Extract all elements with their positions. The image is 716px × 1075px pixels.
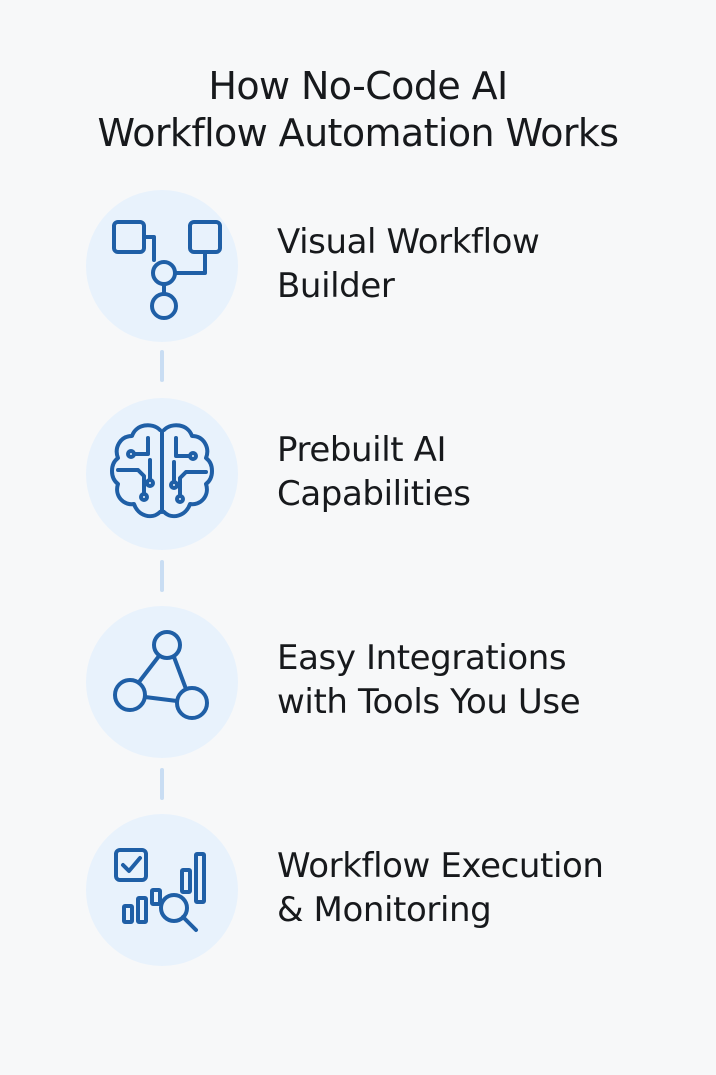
icon-circle bbox=[86, 606, 238, 758]
step-prebuilt-ai-capabilities: Prebuilt AI Capabilities bbox=[86, 398, 686, 550]
page-title: How No-Code AI Workflow Automation Works bbox=[0, 63, 716, 157]
step-label: Visual Workflow Builder bbox=[277, 220, 540, 308]
step-label: Easy Integrations with Tools You Use bbox=[277, 636, 581, 724]
step-label-line-2: with Tools You Use bbox=[277, 682, 581, 722]
step-connector bbox=[160, 560, 164, 592]
icon-circle bbox=[86, 190, 238, 342]
step-label: Prebuilt AI Capabilities bbox=[277, 428, 471, 516]
network-triangle-icon bbox=[113, 630, 209, 720]
step-label-line-2: Capabilities bbox=[277, 474, 471, 514]
title-line-2: Workflow Automation Works bbox=[97, 111, 620, 156]
step-label: Workflow Execution & Monitoring bbox=[277, 844, 604, 932]
icon-circle bbox=[86, 398, 238, 550]
step-label-line-1: Easy Integrations bbox=[277, 638, 567, 678]
icon-circle bbox=[86, 814, 238, 966]
circuit-brain-icon bbox=[110, 423, 214, 519]
step-label-line-1: Workflow Execution bbox=[277, 846, 604, 886]
step-label-line-1: Prebuilt AI bbox=[277, 430, 447, 470]
title-line-1: How No-Code AI bbox=[208, 64, 508, 109]
step-connector bbox=[160, 768, 164, 800]
step-visual-workflow-builder: Visual Workflow Builder bbox=[86, 190, 686, 342]
step-label-line-1: Visual Workflow bbox=[277, 222, 540, 262]
step-label-line-2: & Monitoring bbox=[277, 890, 492, 930]
step-workflow-execution-monitoring: Workflow Execution & Monitoring bbox=[86, 814, 686, 966]
flowchart-icon bbox=[112, 220, 222, 320]
step-connector bbox=[160, 350, 164, 382]
step-easy-integrations: Easy Integrations with Tools You Use bbox=[86, 606, 686, 758]
step-label-line-2: Builder bbox=[277, 266, 395, 306]
checklist-chart-magnifier-icon bbox=[114, 848, 206, 932]
